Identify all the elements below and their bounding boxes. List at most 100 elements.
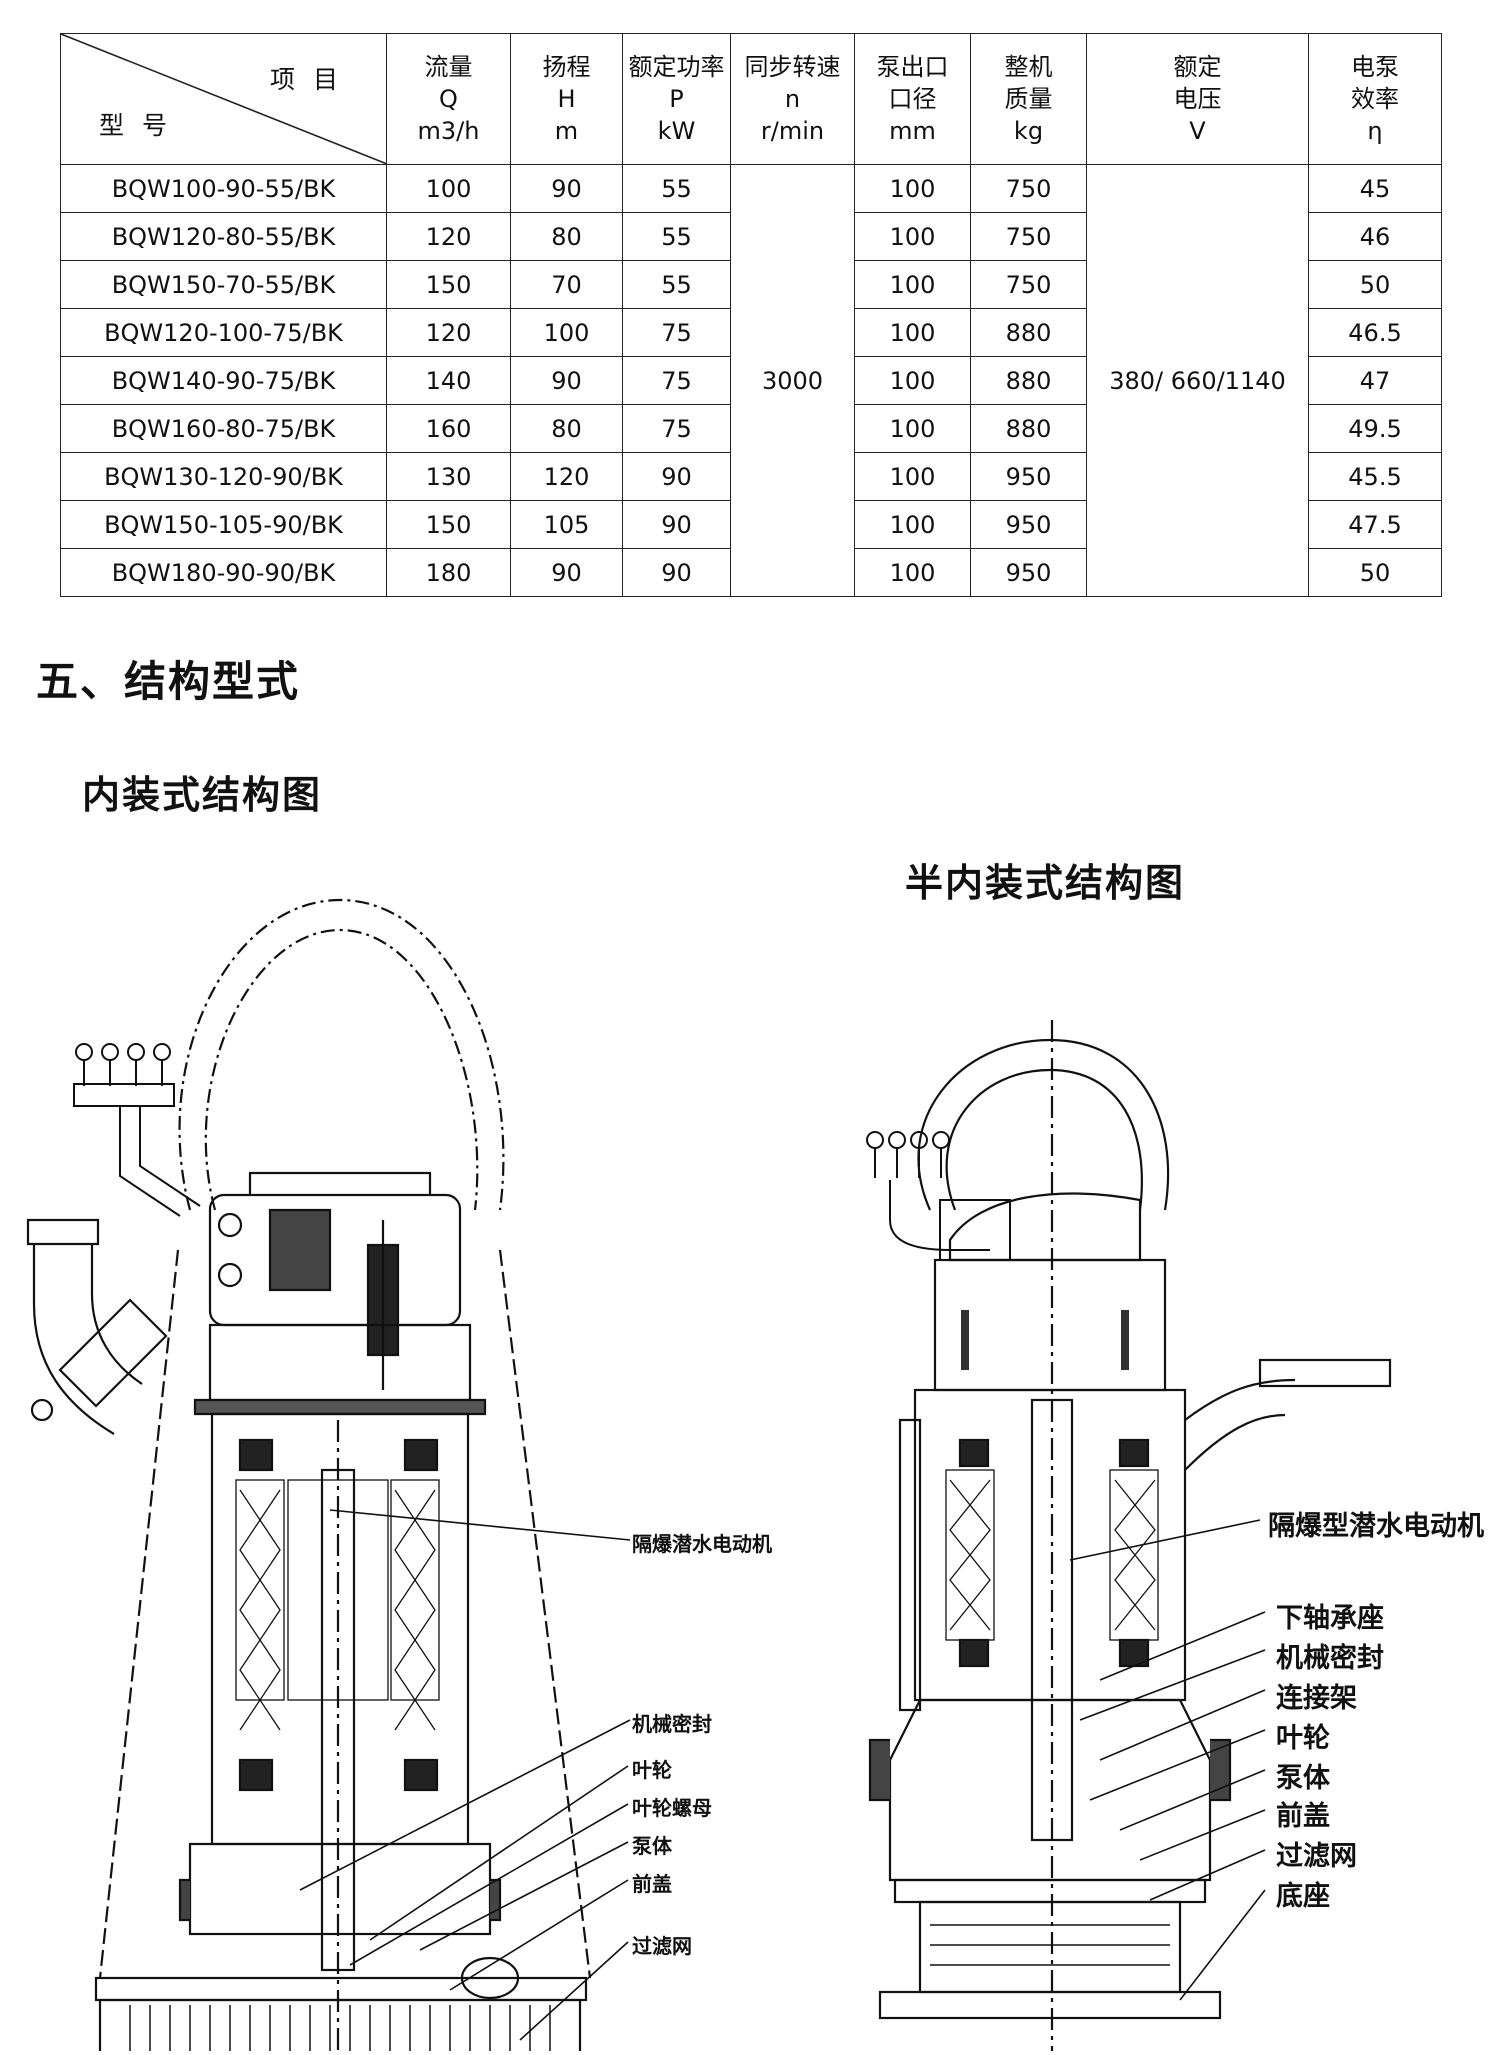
outlet-cell: 100 [854,308,971,357]
header-corner-cell: 项目 型号 [60,33,387,165]
model-cell: BQW160-80-75/BK [60,404,387,453]
efficiency-cell: 45 [1308,164,1442,213]
efficiency-cell: 50 [1308,260,1442,309]
head-cell: 105 [510,500,623,549]
semi-structure-diagram: 隔爆型潜水电动机 下轴承座 机械密封 连接架 叶轮 泵体 前盖 过滤网 底座 [760,1000,1500,2055]
label-pump-body: 泵体 [632,1834,672,1858]
speed-merged-cell: 3000 [730,164,855,597]
mass-cell: 950 [970,500,1087,549]
model-cell: BQW120-100-75/BK [60,308,387,357]
outlet-cell: 100 [854,548,971,597]
table-row: BQW130-120-90/BK 130 120 90 100 950 45.5 [60,452,1442,501]
corner-model-label: 型号 [99,111,186,140]
power-cell: 75 [622,356,731,405]
label-mechanical-seal: 机械密封 [1276,1643,1384,1674]
model-cell: BQW130-120-90/BK [60,452,387,501]
table-row: BQW140-90-75/BK 140 90 75 100 880 47 [60,356,1442,405]
label-impeller: 叶轮 [1276,1723,1330,1754]
outlet-cell: 100 [854,404,971,453]
label-front-cover: 前盖 [1276,1801,1330,1832]
inner-pump-drawing [26,898,631,2055]
efficiency-cell: 49.5 [1308,404,1442,453]
head-cell: 90 [510,548,623,597]
head-cell: 70 [510,260,623,309]
head-cell: 80 [510,212,623,261]
mass-cell: 750 [970,164,1087,213]
table-row: BQW160-80-75/BK 160 80 75 100 880 49.5 [60,404,1442,453]
mass-cell: 750 [970,260,1087,309]
flow-cell: 160 [386,404,511,453]
label-front-cover: 前盖 [632,1872,672,1896]
table-row: BQW150-105-90/BK 150 105 90 100 950 47.5 [60,500,1442,549]
power-cell: 90 [622,548,731,597]
inner-diagram-title: 内装式结构图 [82,773,323,817]
model-cell: BQW150-70-55/BK [60,260,387,309]
efficiency-cell: 47 [1308,356,1442,405]
head-cell: 80 [510,404,623,453]
power-cell: 90 [622,500,731,549]
table-row: BQW100-90-55/BK 100 90 55 3000 100 750 3… [60,164,1442,597]
mass-cell: 950 [970,548,1087,597]
label-pump-body: 泵体 [1276,1763,1330,1794]
head-cell: 90 [510,164,623,213]
head-cell: 100 [510,308,623,357]
table-row: BQW180-90-90/BK 180 90 90 100 950 50 [60,548,1442,597]
inner-structure-diagram: 隔爆潜水电动机 机械密封 叶轮 叶轮螺母 泵体 前盖 过滤网 [0,880,772,2055]
mass-cell: 950 [970,452,1087,501]
outlet-cell: 100 [854,500,971,549]
label-explosion-proof-submersible-motor: 隔爆型潜水电动机 [1268,1511,1484,1542]
power-cell: 75 [622,404,731,453]
label-impeller-nut: 叶轮螺母 [632,1796,712,1820]
model-cell: BQW150-105-90/BK [60,500,387,549]
efficiency-cell: 50 [1308,548,1442,597]
flow-cell: 100 [386,164,511,213]
flow-cell: 180 [386,548,511,597]
power-cell: 55 [622,212,731,261]
mass-cell: 750 [970,212,1087,261]
mass-cell: 880 [970,356,1087,405]
label-filter-screen: 过滤网 [1276,1841,1357,1872]
voltage-merged-cell: 380/ 660/1140 [1086,164,1309,597]
outlet-cell: 100 [854,164,971,213]
flow-cell: 150 [386,500,511,549]
semi-diagram-title: 半内装式结构图 [905,861,1186,905]
table-row: BQW150-70-55/BK 150 70 55 100 750 50 [60,260,1442,309]
outlet-cell: 100 [854,356,971,405]
label-impeller: 叶轮 [632,1758,672,1782]
semi-pump-drawing [866,1020,1392,2055]
model-cell: BQW140-90-75/BK [60,356,387,405]
section-heading: 五、结构型式 [36,657,301,706]
outlet-cell: 100 [854,260,971,309]
label-connecting-frame: 连接架 [1276,1683,1357,1714]
outlet-cell: 100 [854,452,971,501]
power-cell: 75 [622,308,731,357]
power-cell: 55 [622,164,731,213]
label-explosion-proof-motor: 隔爆潜水电动机 [632,1532,772,1556]
flow-cell: 140 [386,356,511,405]
flow-cell: 120 [386,308,511,357]
model-cell: BQW180-90-90/BK [60,548,387,597]
power-cell: 55 [622,260,731,309]
efficiency-cell: 47.5 [1308,500,1442,549]
head-cell: 90 [510,356,623,405]
label-filter-screen: 过滤网 [632,1934,692,1958]
label-base-seat: 底座 [1276,1881,1330,1912]
flow-cell: 130 [386,452,511,501]
flow-cell: 150 [386,260,511,309]
model-cell: BQW120-80-55/BK [60,212,387,261]
mass-cell: 880 [970,404,1087,453]
outlet-cell: 100 [854,212,971,261]
efficiency-cell: 45.5 [1308,452,1442,501]
label-mechanical-seal: 机械密封 [632,1712,712,1736]
model-cell: BQW100-90-55/BK [60,164,387,213]
